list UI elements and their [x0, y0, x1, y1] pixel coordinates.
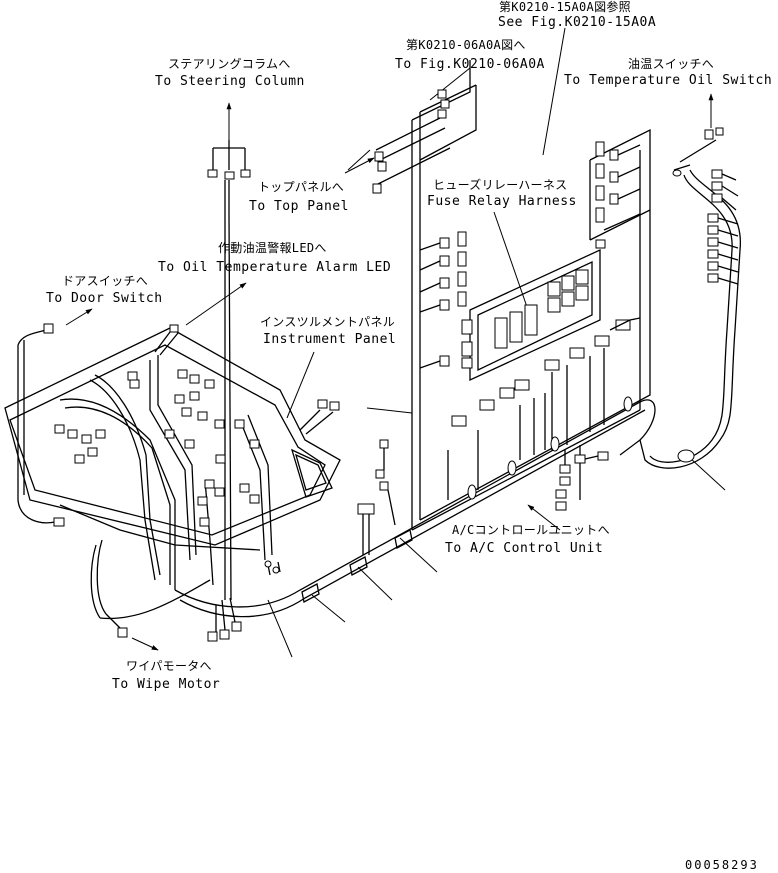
instrument-panel-label-jp: インスツルメントパネル — [260, 315, 396, 329]
door-switch-label-jp: ドアスイッチへ — [62, 274, 149, 288]
wiper-motor-label-jp: ワイパモータへ — [126, 659, 212, 673]
ac-control-label-en: To A/C Control Unit — [445, 541, 604, 556]
oil-switch-label-en: To Temperature Oil Switch — [564, 73, 773, 88]
main-harness-trunk — [174, 396, 656, 618]
arrow-top-panel — [344, 157, 375, 174]
leader-fig15 — [542, 27, 566, 156]
oil-alarm-label-jp: 作動油温警報LEDへ — [218, 241, 327, 255]
leader-clamp-3 — [311, 594, 346, 623]
fuse-relay-label-jp: ヒューズリレーハーネス — [433, 178, 568, 192]
top-panel-label-en: To Top Panel — [249, 199, 349, 214]
arrow-door-switch — [65, 308, 93, 326]
arrow-oil-alarm-led — [185, 282, 247, 326]
drawing-number: 00058293 — [685, 858, 759, 872]
oil-switch-label-jp: 油温スイッチへ — [628, 57, 715, 71]
wiper-motor-label-en: To Wipe Motor — [112, 677, 221, 692]
arrow-wiper-motor — [131, 637, 159, 651]
oil-alarm-label-en: To Oil Temperature Alarm LED — [158, 260, 392, 275]
leader-frame — [366, 407, 413, 414]
instrument-panel-label-en: Instrument Panel — [263, 332, 397, 347]
fuse-panel-frame — [372, 60, 651, 531]
fig15-ref-en: See Fig.K0210-15A0A — [498, 15, 657, 30]
leader-instrument-panel — [286, 351, 315, 419]
leader-fig06 — [429, 67, 471, 101]
leader-clamp-2 — [357, 566, 393, 601]
fuse-relay-label-en: Fuse Relay Harness — [427, 194, 577, 209]
fig06-ref-jp: 第K0210-06A0A図へ — [406, 38, 526, 52]
leader-clamp-4 — [267, 599, 293, 658]
fig06-ref-en: To Fig.K0210-06A0A — [395, 57, 545, 72]
leader-arrows — [65, 27, 726, 658]
leader-clamp-right — [689, 457, 726, 491]
fig15-ref-jp: 第K0210-15A0A図参照 — [499, 0, 631, 14]
instrument-panel — [4, 323, 396, 642]
door-switch-label-en: To Door Switch — [46, 291, 163, 306]
ac-control-label-jp: A/Cコントロールユニットへ — [452, 523, 610, 537]
steering-label-en: To Steering Column — [155, 74, 305, 89]
arrow-ac-control — [527, 504, 561, 531]
ac-control-branch — [555, 445, 609, 511]
fuse-relay-block — [447, 248, 641, 500]
top-panel-label-jp: トップパネルへ — [258, 180, 345, 194]
steering-label-jp: ステアリングコラムへ — [168, 57, 291, 71]
oil-switch-harness — [639, 127, 741, 469]
